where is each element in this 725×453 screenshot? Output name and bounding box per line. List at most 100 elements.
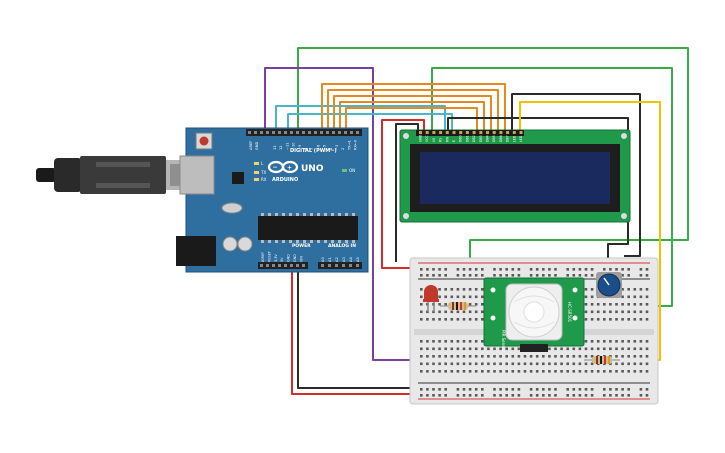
resistor-right[interactable] bbox=[584, 356, 620, 364]
bottom-header-holes bbox=[260, 264, 359, 267]
digital-pin-label: 8 bbox=[304, 147, 308, 150]
mount-hole-bl bbox=[403, 213, 409, 219]
header-hole[interactable] bbox=[302, 131, 305, 134]
analog-pin-label: A5 bbox=[356, 257, 360, 262]
header-hole[interactable] bbox=[266, 264, 269, 267]
lcd-pin[interactable] bbox=[472, 131, 476, 134]
header-hole[interactable] bbox=[332, 131, 335, 134]
lcd-pin[interactable] bbox=[459, 131, 463, 134]
header-hole[interactable] bbox=[272, 264, 275, 267]
header-hole[interactable] bbox=[254, 131, 257, 134]
lcd-pin[interactable] bbox=[445, 131, 449, 134]
pir-sensor[interactable]: PIR Sensor HC-SR501 bbox=[483, 277, 585, 352]
header-hole[interactable] bbox=[350, 131, 353, 134]
lcd-pin[interactable] bbox=[499, 131, 503, 134]
digital-pin-label: ~3 bbox=[335, 145, 339, 150]
lcd-pin[interactable] bbox=[432, 131, 436, 134]
analog-header bbox=[318, 262, 362, 269]
wire-orange-1[interactable] bbox=[321, 83, 506, 132]
header-hole[interactable] bbox=[290, 264, 293, 267]
lcd-pin[interactable] bbox=[512, 131, 516, 134]
header-hole[interactable] bbox=[248, 131, 251, 134]
header-hole[interactable] bbox=[284, 131, 287, 134]
header-hole[interactable] bbox=[278, 264, 281, 267]
wire-black-1[interactable] bbox=[511, 93, 641, 257]
wire-cyan-1[interactable] bbox=[275, 105, 446, 132]
lcd-pin-header bbox=[416, 130, 524, 136]
header-hole[interactable] bbox=[335, 264, 338, 267]
digital-pin-label: 7 bbox=[310, 148, 314, 150]
header-hole[interactable] bbox=[284, 264, 287, 267]
lcd-pin-label: LED bbox=[512, 135, 516, 142]
digital-pin-label: TX→1 bbox=[347, 140, 351, 151]
header-hole[interactable] bbox=[338, 131, 341, 134]
wire-orange-5[interactable] bbox=[345, 107, 478, 132]
lcd-pin-label: RS bbox=[439, 138, 443, 142]
wire-green-top[interactable] bbox=[297, 47, 689, 290]
model-label: UNO bbox=[301, 164, 324, 174]
power-pin-label: VIN bbox=[299, 256, 303, 262]
header-hole[interactable] bbox=[344, 131, 347, 134]
lcd-pin[interactable] bbox=[452, 131, 456, 134]
capacitor-1 bbox=[222, 236, 238, 252]
header-hole[interactable] bbox=[290, 131, 293, 134]
lcd-pin[interactable] bbox=[486, 131, 489, 134]
digital-pin-label: ~6 bbox=[316, 144, 320, 150]
rx-label: RX bbox=[261, 177, 267, 182]
header-hole[interactable] bbox=[278, 131, 281, 134]
wire-black-2[interactable] bbox=[395, 123, 419, 262]
lcd-pin[interactable] bbox=[419, 131, 422, 134]
lcd-pin[interactable] bbox=[519, 131, 523, 134]
reset-button-cap[interactable] bbox=[199, 136, 209, 146]
header-hole[interactable] bbox=[308, 131, 311, 134]
header-hole[interactable] bbox=[260, 131, 263, 134]
crystal bbox=[221, 202, 243, 214]
lcd-pin[interactable] bbox=[425, 131, 429, 134]
wire-cyan-2[interactable] bbox=[287, 113, 453, 132]
header-hole[interactable] bbox=[326, 131, 329, 134]
lcd-pin-label: DB6 bbox=[499, 135, 503, 142]
header-hole[interactable] bbox=[260, 264, 263, 267]
header-hole[interactable] bbox=[321, 264, 324, 267]
wire-red-top[interactable] bbox=[381, 119, 425, 269]
wire-black-gnd[interactable] bbox=[297, 262, 420, 389]
header-hole[interactable] bbox=[296, 264, 299, 267]
digital-pin-label: 4 bbox=[329, 147, 333, 150]
wire-green-lcd[interactable] bbox=[431, 67, 673, 307]
digital-pin-label: 2 bbox=[341, 148, 345, 150]
header-hole[interactable] bbox=[266, 131, 269, 134]
header-hole[interactable] bbox=[342, 264, 345, 267]
lcd-pin[interactable] bbox=[439, 131, 443, 134]
header-hole[interactable] bbox=[302, 264, 305, 267]
digital-pin-label: ~10 bbox=[292, 142, 296, 150]
atmega-chip bbox=[258, 216, 358, 240]
usb-chip bbox=[232, 172, 244, 184]
wire-red-5v[interactable] bbox=[291, 262, 420, 395]
header-hole[interactable] bbox=[356, 131, 359, 134]
lcd-pin[interactable] bbox=[506, 131, 510, 134]
power-pin-label: GND bbox=[287, 254, 291, 262]
lcd-pin[interactable] bbox=[492, 131, 496, 134]
pir-screw-right-2 bbox=[572, 315, 578, 321]
resistor-led[interactable] bbox=[440, 302, 476, 310]
analog-label: ANALOG IN bbox=[328, 243, 356, 249]
wire-orange-3[interactable] bbox=[333, 95, 492, 132]
wire-orange-2[interactable] bbox=[327, 89, 499, 132]
power-label: POWER bbox=[292, 243, 311, 249]
analog-pin-label: A0 bbox=[321, 257, 325, 262]
potentiometer[interactable] bbox=[596, 272, 622, 298]
dc-power-jack bbox=[176, 236, 216, 266]
header-hole[interactable] bbox=[328, 264, 331, 267]
lcd-pin[interactable] bbox=[479, 131, 483, 134]
header-hole[interactable] bbox=[349, 264, 352, 267]
header-hole[interactable] bbox=[296, 131, 299, 134]
header-hole[interactable] bbox=[314, 131, 317, 134]
header-hole[interactable] bbox=[272, 131, 275, 134]
red-led[interactable] bbox=[423, 285, 439, 312]
header-hole[interactable] bbox=[356, 264, 359, 267]
lcd-pin[interactable] bbox=[465, 131, 469, 134]
header-hole[interactable] bbox=[320, 131, 323, 134]
